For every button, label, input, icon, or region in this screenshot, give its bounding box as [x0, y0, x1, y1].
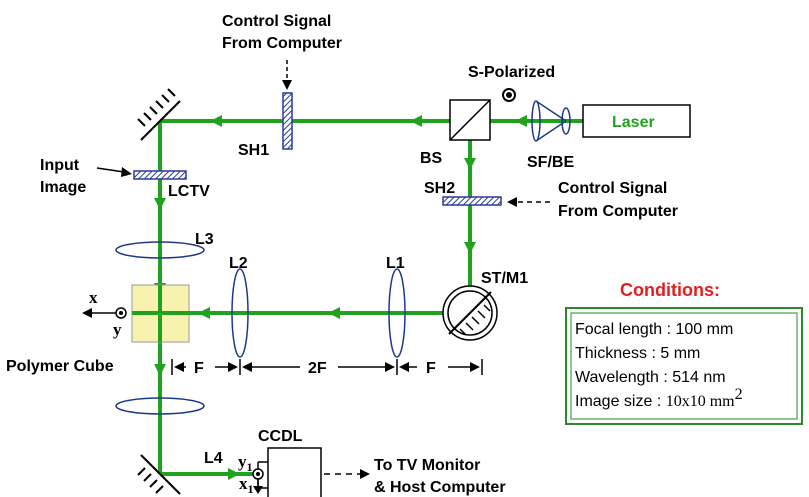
control-signal-top-line1: Control Signal: [222, 13, 331, 30]
conditions-box-inner: [570, 312, 798, 420]
polymer-cube-label: Polymer Cube: [6, 358, 114, 375]
x-axis-label: x: [89, 288, 98, 307]
lens-l2: [231, 268, 249, 358]
s-polarized-label: S-Polarized: [468, 64, 555, 81]
bs-label: BS: [420, 150, 443, 167]
lctv-panel: [133, 170, 187, 180]
control-signal-right-line2: From Computer: [558, 203, 678, 220]
input-image-arrow: [96, 167, 125, 173]
lens-l4-upper: [115, 397, 205, 415]
lctv-label: LCTV: [168, 183, 210, 200]
conditions-thickness: Thickness : 5 mm: [575, 345, 700, 362]
input-image-line2: Image: [40, 179, 86, 196]
cube-axes: [82, 307, 127, 319]
l4-label: L4: [204, 450, 223, 467]
conditions-title: Conditions:: [620, 280, 720, 300]
ccdl-label: CCDL: [258, 428, 303, 445]
spatial-filter-beam-expander: [531, 100, 571, 142]
sf-be-label: SF/BE: [527, 154, 574, 171]
mirror-top-left: [137, 88, 181, 141]
conditions-image-size: Image size : 10x10 mm2: [575, 386, 743, 410]
conditions-wavelength: Wavelength : 514 nm: [575, 369, 726, 386]
x1-axis-label: x1: [239, 474, 254, 496]
distance-arrowheads: [174, 362, 480, 372]
f-left-label: F: [194, 360, 204, 377]
l3-label: L3: [195, 231, 214, 248]
control-signal-right-line1: Control Signal: [558, 180, 667, 197]
tv-monitor-line1: To TV Monitor: [374, 457, 480, 474]
input-image-line1: Input: [40, 157, 80, 174]
conditions-focal: Focal length : 100 mm: [575, 321, 733, 338]
control-signal-top-line2: From Computer: [222, 35, 342, 52]
st-m1-label: ST/M1: [481, 270, 528, 287]
sh1-label: SH1: [238, 142, 269, 159]
beam-splitter: [449, 99, 491, 141]
ccdl-axes: [252, 468, 264, 494]
ccdl-camera: [267, 447, 322, 497]
tv-monitor-line2: & Host Computer: [374, 479, 506, 496]
y-axis-label: y: [113, 320, 122, 339]
shutter-sh1: [282, 92, 293, 150]
lens-l3: [115, 241, 205, 259]
l1-label: L1: [386, 255, 405, 272]
l2-label: L2: [229, 255, 248, 272]
shutter-sh2: [442, 196, 502, 206]
s-polarized-symbol: [502, 88, 516, 102]
sh2-label: SH2: [424, 180, 455, 197]
laser-label: Laser: [612, 114, 655, 131]
two-f-label: 2F: [308, 360, 327, 377]
mirror-bottom-left: [137, 454, 181, 495]
conditions-box-outer: [565, 307, 803, 425]
lens-l1: [388, 268, 406, 358]
y1-axis-label: y1: [238, 452, 253, 474]
laser-beam-paths: [158, 119, 583, 476]
laser-box: [582, 104, 691, 138]
stage-mirror-m1: [442, 285, 498, 341]
f-right-label: F: [426, 360, 436, 377]
